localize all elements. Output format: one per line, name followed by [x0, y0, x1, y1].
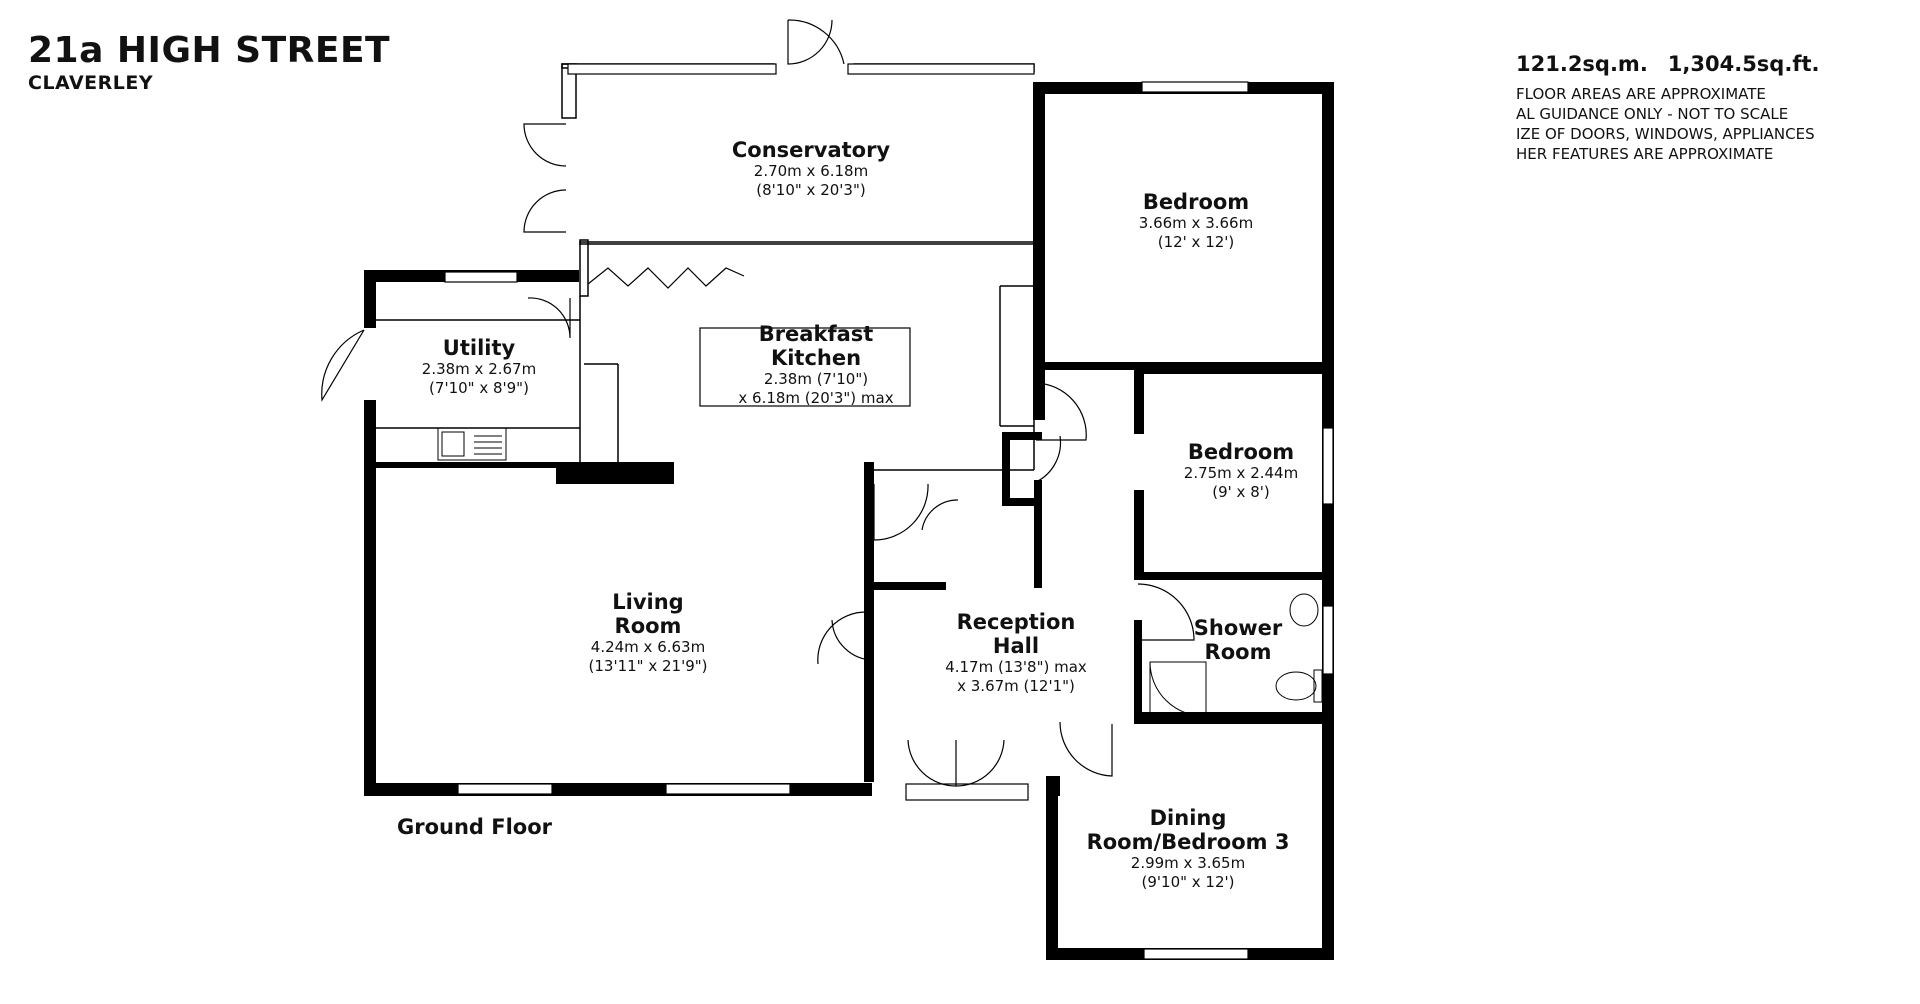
property-location: CLAVERLEY [28, 72, 154, 94]
room-name-line-2: Kitchen [770, 346, 862, 370]
windows [444, 63, 1334, 960]
disclaimer-line: FLOOR AREAS ARE APPROXIMATE [1516, 85, 1766, 103]
shower-tray-icon [1149, 661, 1207, 717]
room-name: Reception [956, 610, 1076, 634]
exterior-walls [364, 82, 1334, 960]
room-bedroom-2: Bedroom 2.75m x 2.44m (9' x 8') [1184, 440, 1298, 502]
room-name: Utility [442, 336, 516, 360]
room-dimensions-imperial: (13'11" x 21'9") [588, 657, 708, 675]
room-living-room: Living Room 4.24m x 6.63m (13'11" x 21'9… [589, 590, 708, 676]
room-dimensions-metric: 2.70m x 6.18m [753, 162, 869, 180]
room-dimensions-imperial: (9' x 8') [1212, 483, 1270, 501]
room-dimensions-metric: 2.75m x 2.44m [1183, 464, 1299, 482]
disclaimer: FLOOR AREAS ARE APPROXIMATE AL GUIDANCE … [1516, 84, 1815, 164]
disclaimer-line: IZE OF DOORS, WINDOWS, APPLIANCES [1516, 125, 1815, 143]
sink-icon [437, 427, 507, 461]
room-name-line-2: Room [614, 614, 682, 638]
room-dimensions-imperial: x 6.18m (20'3") max [738, 389, 894, 407]
room-dimensions-metric: 2.38m x 2.67m [421, 360, 537, 378]
basin-icon [1289, 593, 1319, 627]
total-area-sqft: 1,304.5sq.ft. [1667, 52, 1820, 76]
room-dimensions-imperial: (7'10" x 8'9") [429, 379, 529, 397]
room-name: Conservatory [731, 138, 891, 162]
floor-label: Ground Floor [397, 815, 553, 839]
room-conservatory: Conservatory 2.70m x 6.18m (8'10" x 20'3… [732, 138, 890, 200]
doors [321, 19, 1195, 787]
room-name-line-2: Hall [992, 634, 1040, 658]
room-name: Living [612, 590, 684, 614]
interior-walls [376, 63, 1035, 471]
room-dimensions-metric: 4.24m x 6.63m [590, 638, 706, 656]
room-shower-room: Shower Room [1194, 616, 1283, 664]
room-breakfast-kitchen: Breakfast Kitchen 2.38m (7'10") x 6.18m … [738, 322, 893, 408]
kitchen-island [699, 327, 911, 407]
room-dimensions-metric: 3.66m x 3.66m [1138, 214, 1254, 232]
room-dimensions-imperial: (8'10" x 20'3") [756, 181, 866, 199]
room-name: Breakfast [758, 322, 874, 346]
room-dimensions-metric: 2.99m x 3.65m [1130, 854, 1246, 872]
disclaimer-line: HER FEATURES ARE APPROXIMATE [1516, 145, 1774, 163]
room-dimensions-metric: 4.17m (13'8") max [945, 658, 1087, 676]
room-reception-hall: Reception Hall 4.17m (13'8") max x 3.67m… [945, 610, 1087, 696]
total-area-sqm: 121.2sq.m. [1516, 52, 1648, 76]
room-dimensions-imperial: (12' x 12') [1157, 233, 1235, 251]
room-name: Dining [1149, 806, 1227, 830]
property-title: 21a HIGH STREET [28, 30, 391, 71]
room-dimensions-metric: 2.38m (7'10") [763, 370, 869, 388]
total-area: 121.2sq.m. 1,304.5sq.ft. [1516, 52, 1819, 76]
room-bedroom-1: Bedroom 3.66m x 3.66m (12' x 12') [1139, 190, 1253, 252]
toilet-icon [1275, 669, 1323, 703]
room-name-line-2: Room [1204, 640, 1272, 664]
room-dimensions-imperial: x 3.67m (12'1") [957, 677, 1075, 695]
room-utility: Utility 2.38m x 2.67m (7'10" x 8'9") [422, 336, 536, 398]
room-name: Bedroom [1142, 190, 1250, 214]
room-dining-room: Dining Room/Bedroom 3 2.99m x 3.65m (9'1… [1087, 806, 1290, 892]
room-dimensions-imperial: (9'10" x 12') [1141, 873, 1235, 891]
room-name-line-2: Room/Bedroom 3 [1086, 830, 1290, 854]
room-name: Shower [1193, 616, 1283, 640]
bifold-door [587, 267, 745, 289]
room-name: Bedroom [1187, 440, 1295, 464]
disclaimer-line: AL GUIDANCE ONLY - NOT TO SCALE [1516, 105, 1789, 123]
